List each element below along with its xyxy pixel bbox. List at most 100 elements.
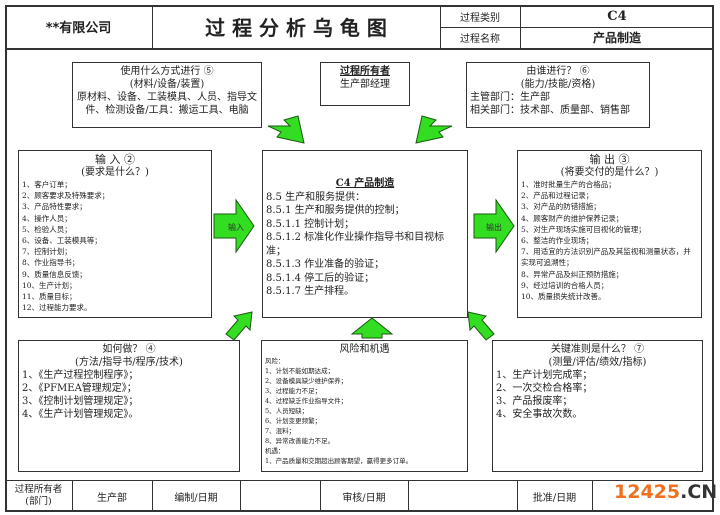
list-item: 12、过程能力要求。 bbox=[22, 303, 92, 313]
divider bbox=[5, 48, 714, 50]
list-item: 4、安全事故次数。 bbox=[496, 409, 583, 420]
who-line: 相关部门：技术部、质量部、销售部 bbox=[470, 105, 630, 116]
how-box: 如何做？ ④ (方法/指导书/程序/技术) 1、《生产过程控制程序》；2、《PF… bbox=[18, 340, 240, 472]
list-item: 5、人员短缺； bbox=[265, 407, 309, 415]
kpi-list: 1、生产计划完成率；2、一次交检合格率；3、产品报废率；4、安全事故次数。 bbox=[496, 369, 699, 421]
who-line: 主管部门：生产部 bbox=[470, 92, 550, 103]
list-item: 7、用适宜的方法识别产品及其监视和测量状态，并实现可追溯性； bbox=[521, 247, 691, 268]
output-list: 1、准时批量生产的合格品；2、产品和过程记录；3、对产品的防错措施；4、顾客财产… bbox=[521, 179, 698, 302]
list-item: 10、质量损失统计改善。 bbox=[521, 292, 606, 302]
divider bbox=[5, 480, 714, 481]
risk-box: 风险和机遇 风险： 1、计划不能如期达成； 2、设备模具缺少维护保养； 3、过程能力不… bbox=[261, 340, 468, 472]
divider bbox=[520, 5, 521, 48]
input-list: 1、客户订单；2、顾客要求及特殊要求；3、产品特性要求；4、操作人员；5、检验人… bbox=[22, 179, 208, 313]
divider bbox=[440, 5, 441, 48]
arrow-icon bbox=[213, 198, 255, 254]
divider bbox=[440, 27, 714, 28]
output-box: 输 出 ③ (将要交付的是什么？) 1、准时批量生产的合格品； 2、产品和过程记录… bbox=[517, 150, 702, 318]
list-item: 风险： bbox=[265, 357, 285, 365]
list-item: 5、对生产现场实施可目视化的管理； bbox=[521, 224, 646, 234]
output-subtitle: (将要交付的是什么？) bbox=[560, 167, 659, 178]
list-item: 4、《生产计划管理规定》。 bbox=[22, 409, 139, 420]
name-value: 产品制造 bbox=[592, 31, 641, 45]
name-label: 过程名称 bbox=[460, 34, 500, 45]
input-arrow-label: 输入 bbox=[228, 222, 244, 232]
tools-box: 使用什么方式进行 ⑤ (材料/设备/装置) 原材料、设备、工装模具、人员、指导文… bbox=[72, 62, 262, 128]
list-item: 1、准时批量生产的合格品； bbox=[521, 180, 616, 189]
footer-prepared: 编制/日期 bbox=[174, 492, 218, 504]
list-item: 3、产品报废率； bbox=[496, 396, 573, 407]
list-item: 8、异常改善能力不足。 bbox=[265, 437, 335, 445]
list-item: 8.5.1.2 标准化作业操作指导书和目视标准； bbox=[266, 232, 445, 257]
list-item: 2、设备模具缺少维护保养； bbox=[265, 377, 348, 385]
input-box: 输 入 ② (要求是什么？) 1、客户订单；2、顾客要求及特殊要求；3、产品特性… bbox=[18, 150, 212, 318]
how-title: 如何做？ ④ bbox=[102, 344, 156, 355]
category-value: C4 bbox=[607, 8, 627, 24]
page-title: 过 程 分 析 乌 龟 图 bbox=[205, 16, 387, 40]
process-title: C4 产品制造 bbox=[335, 178, 395, 189]
watermark-number: 12425 bbox=[614, 481, 681, 503]
input-subtitle: (要求是什么？) bbox=[81, 167, 149, 178]
list-item: 8.5.1.1 控制计划； bbox=[266, 218, 355, 230]
divider bbox=[592, 480, 593, 512]
kpi-subtitle: (测量/评估/绩效/指标) bbox=[548, 357, 647, 368]
divider bbox=[240, 480, 241, 512]
arrow-icon bbox=[473, 198, 515, 254]
list-item: 3、《控制计划管理规定》； bbox=[22, 396, 139, 407]
list-item: 8、作业指导书； bbox=[22, 258, 80, 268]
owner-value: 生产部经理 bbox=[340, 79, 390, 90]
list-item: 9、经过培训的合格人员； bbox=[521, 280, 609, 290]
footer-owner-label-line: 过程所有者 bbox=[14, 484, 63, 495]
process-list: 8.5 生产和服务提供： 8.5.1 生产和服务提供的控制； 8.5.1.1 控制计… bbox=[266, 191, 464, 299]
output-arrow-label: 输出 bbox=[486, 222, 502, 232]
list-item: 6、整洁的作业现场； bbox=[521, 236, 594, 246]
risk-list: 风险： 1、计划不能如期达成； 2、设备模具缺少维护保养； 3、过程能力不足； 4、过程… bbox=[265, 356, 464, 466]
risk-title: 风险和机遇 bbox=[339, 344, 390, 355]
watermark: 12425.CN bbox=[614, 481, 717, 503]
document-frame bbox=[5, 5, 714, 512]
list-item: 3、过程能力不足； bbox=[265, 387, 322, 395]
divider bbox=[517, 480, 518, 512]
tools-subtitle: (材料/设备/装置) bbox=[129, 79, 205, 90]
who-subtitle: (能力/技能/资格) bbox=[520, 79, 596, 90]
list-item: 8.5 生产和服务提供： bbox=[266, 191, 366, 203]
list-item: 1、《生产过程控制程序》； bbox=[22, 370, 139, 381]
tools-title: 使用什么方式进行 ⑤ bbox=[120, 66, 214, 77]
list-item: 8、异常产品及纠正预防措施； bbox=[521, 269, 624, 279]
process-box: C4 产品制造 8.5 生产和服务提供：8.5.1 生产和服务提供的控制；8.5… bbox=[262, 150, 468, 318]
list-item: 1、产品质量和交期超出顾客期望，赢得更多订单。 bbox=[265, 457, 413, 465]
list-item: 7、混料； bbox=[265, 427, 296, 435]
list-item: 1、计划不能如期达成； bbox=[265, 367, 335, 375]
list-item: 11、质量目标； bbox=[22, 292, 77, 302]
list-item: 1、客户订单； bbox=[22, 180, 72, 189]
footer-reviewed: 审核/日期 bbox=[342, 492, 386, 504]
tools-body: 原材料、设备、工装模具、人员、指导文件、检测设备/工具：搬运工具、电脑 bbox=[77, 92, 257, 116]
list-item: 3、对产品的防错措施； bbox=[521, 202, 601, 212]
footer-approved: 批准/日期 bbox=[532, 492, 577, 504]
list-item: 8.5.1.7 生产排程。 bbox=[266, 286, 355, 297]
list-item: 6、设备、工装模具等； bbox=[22, 236, 102, 246]
list-item: 机遇： bbox=[265, 447, 285, 455]
list-item: 2、顾客要求及特殊要求； bbox=[22, 191, 110, 201]
footer-owner-value: 生产部 bbox=[97, 492, 127, 504]
divider bbox=[320, 480, 321, 512]
list-item: 10、生产计划； bbox=[22, 280, 77, 290]
list-item: 4、操作人员； bbox=[22, 213, 72, 223]
output-title: 输 出 ③ bbox=[589, 153, 630, 166]
footer-owner-label: 过程所有者 (部门) bbox=[5, 480, 72, 512]
arrow-icon bbox=[350, 317, 394, 339]
watermark-suffix: .CN bbox=[680, 481, 718, 503]
how-list: 1、《生产过程控制程序》；2、《PFMEA管理规定》；3、《控制计划管理规定》；… bbox=[22, 369, 236, 421]
divider bbox=[152, 5, 153, 48]
who-title: 由谁进行？ ⑥ bbox=[526, 66, 590, 77]
who-box: 由谁进行？ ⑥ (能力/技能/资格) 主管部门：生产部 相关部门：技术部、质量部… bbox=[466, 62, 650, 128]
owner-title: 过程所有者 bbox=[340, 66, 390, 77]
arrow-icon bbox=[267, 115, 305, 144]
list-item: 4、过程缺乏作业指导文件； bbox=[265, 397, 348, 405]
list-item: 2、产品和过程记录； bbox=[521, 191, 594, 201]
divider bbox=[408, 480, 409, 512]
list-item: 8.5.1.4 停工后的验证； bbox=[266, 272, 375, 284]
list-item: 8.5.1 生产和服务提供的控制； bbox=[266, 205, 405, 216]
footer-owner-label-line: (部门) bbox=[25, 496, 52, 507]
arrow-icon bbox=[415, 115, 453, 144]
